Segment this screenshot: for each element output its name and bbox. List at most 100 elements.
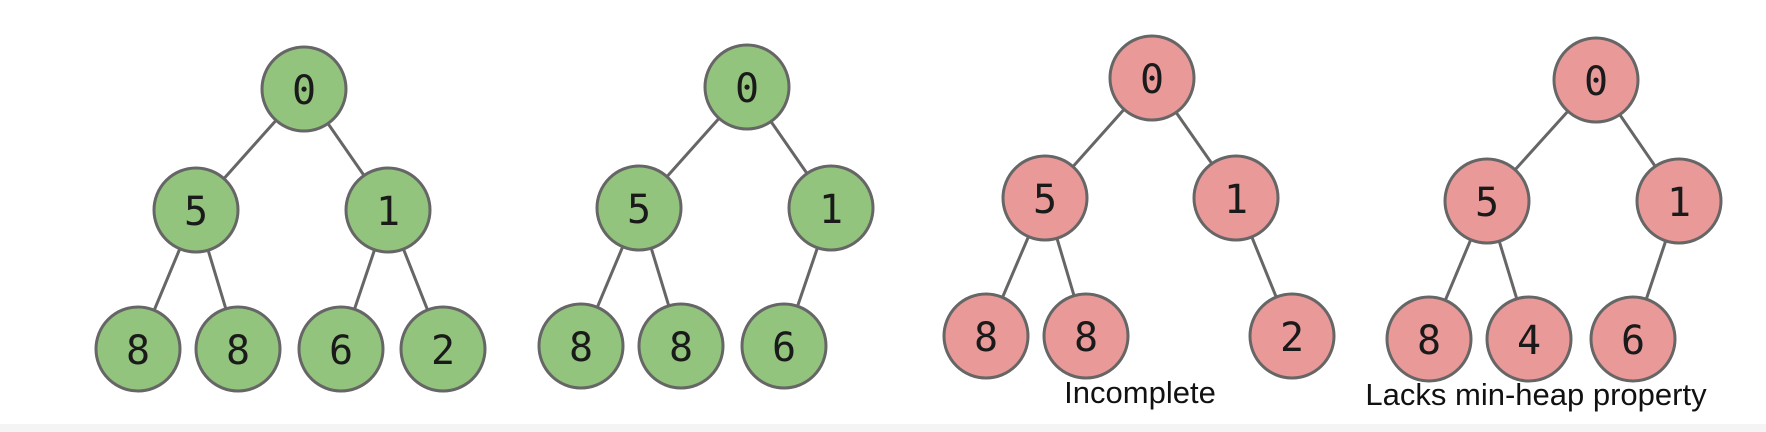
node-value: 0	[1140, 57, 1164, 103]
node-value: 0	[1584, 59, 1608, 105]
heap-node: 6	[740, 302, 828, 390]
heap-node: 0	[1552, 36, 1640, 124]
heap-node: 1	[344, 166, 432, 254]
node-value: 8	[1074, 315, 1098, 361]
node-value: 6	[329, 328, 353, 374]
node-value: 2	[431, 328, 455, 374]
node-value: 6	[1621, 318, 1645, 364]
tree-edge	[326, 122, 366, 177]
tree-edge	[152, 248, 182, 311]
node-value: 8	[226, 328, 250, 374]
tree-edge	[1055, 237, 1076, 297]
bottom-strip	[0, 424, 1766, 432]
node-value: 8	[974, 315, 998, 361]
node-value: 1	[1667, 180, 1691, 226]
node-value: 8	[1417, 318, 1441, 364]
node-circle	[703, 43, 791, 131]
tree-edge	[796, 247, 819, 307]
heap-node: 0	[703, 43, 791, 131]
node-value: 0	[292, 68, 316, 114]
node-value: 5	[184, 189, 208, 235]
heap-node: 6	[1589, 295, 1677, 383]
node-value: 5	[1033, 177, 1057, 223]
node-circle	[94, 305, 182, 393]
tree-edge	[222, 119, 278, 180]
heap-node: 5	[1001, 154, 1089, 242]
tree-edge	[1071, 108, 1126, 168]
heap-node: 1	[1192, 154, 1280, 242]
node-circle	[1001, 154, 1089, 242]
node-value: 6	[772, 325, 796, 371]
tree-edge	[665, 117, 721, 178]
node-circle	[942, 292, 1030, 380]
node-circle	[194, 305, 282, 393]
node-value: 4	[1517, 318, 1541, 364]
tree-edge	[1443, 239, 1473, 301]
node-value: 5	[1475, 180, 1499, 226]
heap-node: 2	[399, 305, 487, 393]
heap-node: 0	[1108, 34, 1196, 122]
tree-edge	[769, 120, 809, 175]
node-circle	[152, 166, 240, 254]
heap-node: 8	[194, 305, 282, 393]
node-circle	[740, 302, 828, 390]
tree-caption: Lacks min-heap property	[1365, 377, 1707, 412]
node-circle	[1443, 157, 1531, 245]
heap-node: 8	[94, 305, 182, 393]
tree-edge	[1618, 113, 1657, 168]
node-circle	[787, 164, 875, 252]
node-circle	[399, 305, 487, 393]
node-circle	[1192, 154, 1280, 242]
node-value: 1	[376, 189, 400, 235]
node-value: 5	[627, 187, 651, 233]
node-circle	[537, 302, 625, 390]
heap-node: 8	[537, 302, 625, 390]
heap-node: 5	[1443, 157, 1531, 245]
tree-edge	[1644, 240, 1668, 300]
node-value: 8	[669, 325, 693, 371]
node-circle	[260, 45, 348, 133]
node-circle	[1108, 34, 1196, 122]
node-circle	[595, 164, 683, 252]
node-circle	[1042, 292, 1130, 380]
node-circle	[637, 302, 725, 390]
node-value: 2	[1280, 315, 1304, 361]
heap-node: 2	[1248, 292, 1336, 380]
tree-edge	[595, 246, 625, 308]
tree-edge	[1001, 236, 1030, 298]
heap-node: 4	[1485, 295, 1573, 383]
node-value: 1	[819, 187, 843, 233]
node-circle	[1485, 295, 1573, 383]
node-circle	[344, 166, 432, 254]
heap-node: 5	[152, 166, 240, 254]
tree-edge	[649, 247, 671, 307]
heap-node: 1	[1635, 157, 1723, 245]
heap-node: 6	[297, 305, 385, 393]
heap-node: 8	[1385, 295, 1473, 383]
node-value: 0	[735, 66, 759, 112]
tree-2: 0 5 1 8 8 6	[537, 43, 875, 390]
node-circle	[1635, 157, 1723, 245]
heap-node: 8	[942, 292, 1030, 380]
heap-node: 0	[260, 45, 348, 133]
node-circle	[1248, 292, 1336, 380]
tree-edge	[206, 249, 228, 310]
heap-node: 8	[637, 302, 725, 390]
tree-edge	[353, 249, 376, 310]
heap-node: 1	[787, 164, 875, 252]
node-circle	[1589, 295, 1677, 383]
tree-1: 0 5 1 8 8 6 2	[94, 45, 487, 393]
node-value: 8	[126, 328, 150, 374]
node-circle	[1385, 295, 1473, 383]
heap-node: 5	[595, 164, 683, 252]
tree-edge	[402, 248, 429, 311]
tree-edge	[1250, 236, 1278, 298]
node-value: 8	[569, 325, 593, 371]
node-circle	[297, 305, 385, 393]
tree-caption: Incomplete	[1064, 375, 1216, 410]
tree-edge	[1497, 240, 1519, 300]
